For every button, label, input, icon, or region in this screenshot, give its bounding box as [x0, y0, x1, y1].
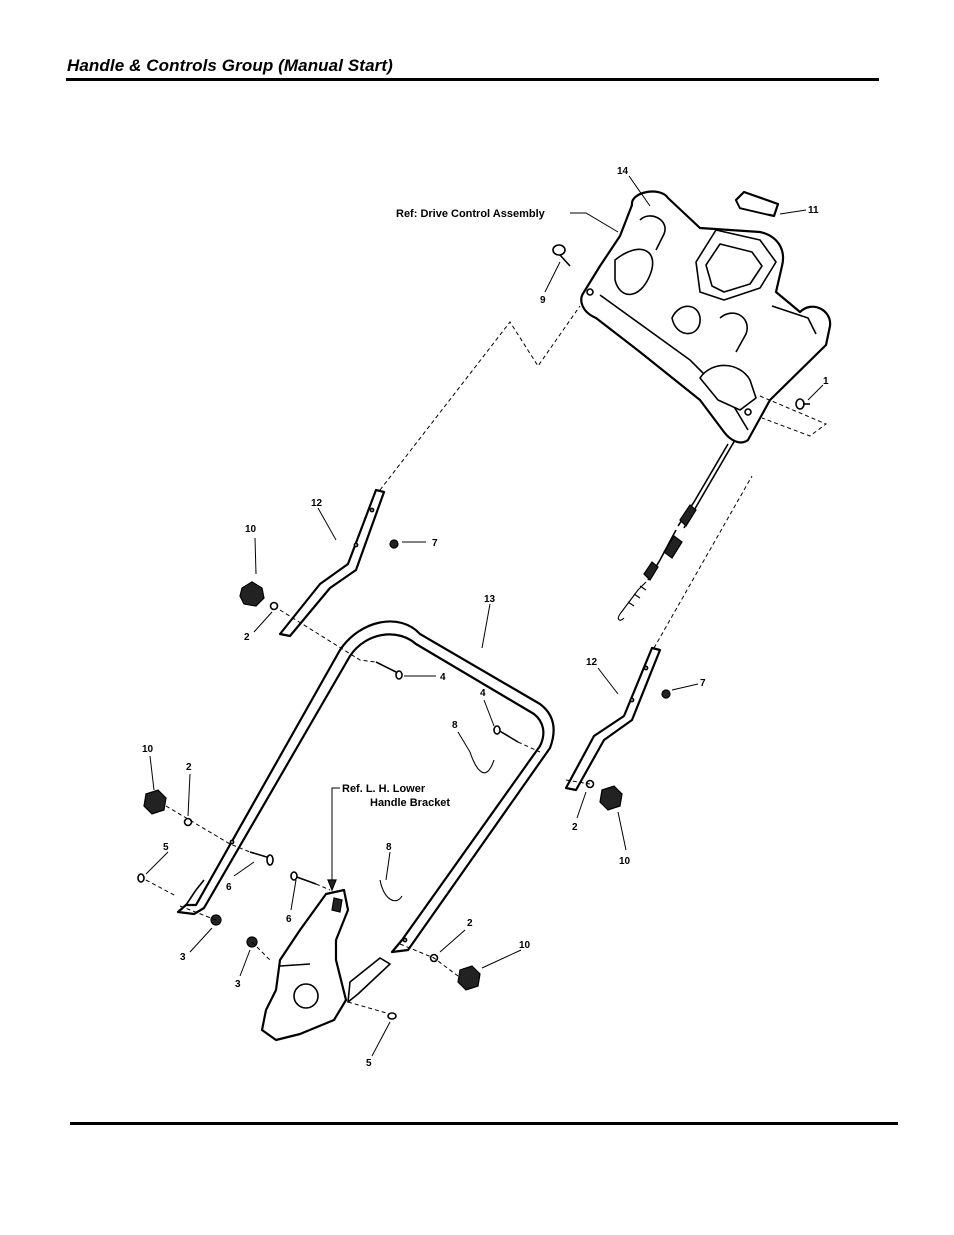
header-rule — [66, 78, 879, 81]
ref-lower-bracket-label-2: Handle Bracket — [370, 797, 450, 809]
callout-6-left: 6 — [226, 882, 232, 893]
callout-10-upper: 10 — [245, 524, 257, 535]
callout-8-b: 8 — [386, 842, 392, 853]
callout-7-lower: 7 — [700, 678, 706, 689]
callout-4-b: 4 — [480, 688, 486, 699]
drive-cable-part — [617, 439, 736, 621]
callout-7-upper: 7 — [432, 538, 438, 549]
callout-10-left: 10 — [142, 744, 154, 755]
callout-10-bottom: 10 — [519, 940, 531, 951]
page-title: Handle & Controls Group (Manual Start) — [67, 56, 393, 75]
callout-2-left: 2 — [186, 762, 192, 773]
screw-part — [795, 398, 810, 410]
callout-14: 14 — [617, 166, 629, 177]
upper-handle-left-part — [278, 488, 386, 638]
callout-2-right: 2 — [572, 822, 578, 833]
upper-handle-right-part — [564, 646, 662, 792]
callout-10-right: 10 — [619, 856, 631, 867]
leader-lines — [145, 175, 824, 1057]
cable-clip-part — [552, 244, 571, 267]
lower-bracket-part — [260, 888, 350, 1042]
ref-lower-bracket-label-1: Ref. L. H. Lower — [342, 783, 426, 795]
control-panel-part — [580, 190, 832, 444]
callout-5-bottom: 5 — [366, 1058, 372, 1069]
lower-handle-part — [176, 620, 555, 1003]
callout-6-bracket: 6 — [286, 914, 292, 925]
bolt-parts — [137, 661, 519, 1020]
callout-3-bracket: 3 — [235, 979, 241, 990]
callout-2-upper: 2 — [244, 632, 250, 643]
callout-9: 9 — [540, 295, 546, 306]
callout-3-left: 3 — [180, 952, 186, 963]
callout-2-bottom: 2 — [467, 918, 473, 929]
callout-5-left: 5 — [163, 842, 169, 853]
callout-4-a: 4 — [440, 672, 446, 683]
ref-drive-control-label: Ref: Drive Control Assembly — [396, 208, 546, 220]
callout-1: 1 — [823, 376, 829, 387]
callout-12-lower: 12 — [586, 657, 598, 668]
knob-part — [143, 581, 623, 991]
callout-13: 13 — [484, 594, 496, 605]
footer-rule — [70, 1122, 898, 1125]
callout-12-upper: 12 — [311, 498, 323, 509]
cable-tie-parts — [379, 751, 495, 902]
callout-11: 11 — [808, 205, 819, 216]
assembly-lines — [145, 305, 827, 1015]
grip-part — [734, 190, 780, 218]
callout-8-a: 8 — [452, 720, 458, 731]
